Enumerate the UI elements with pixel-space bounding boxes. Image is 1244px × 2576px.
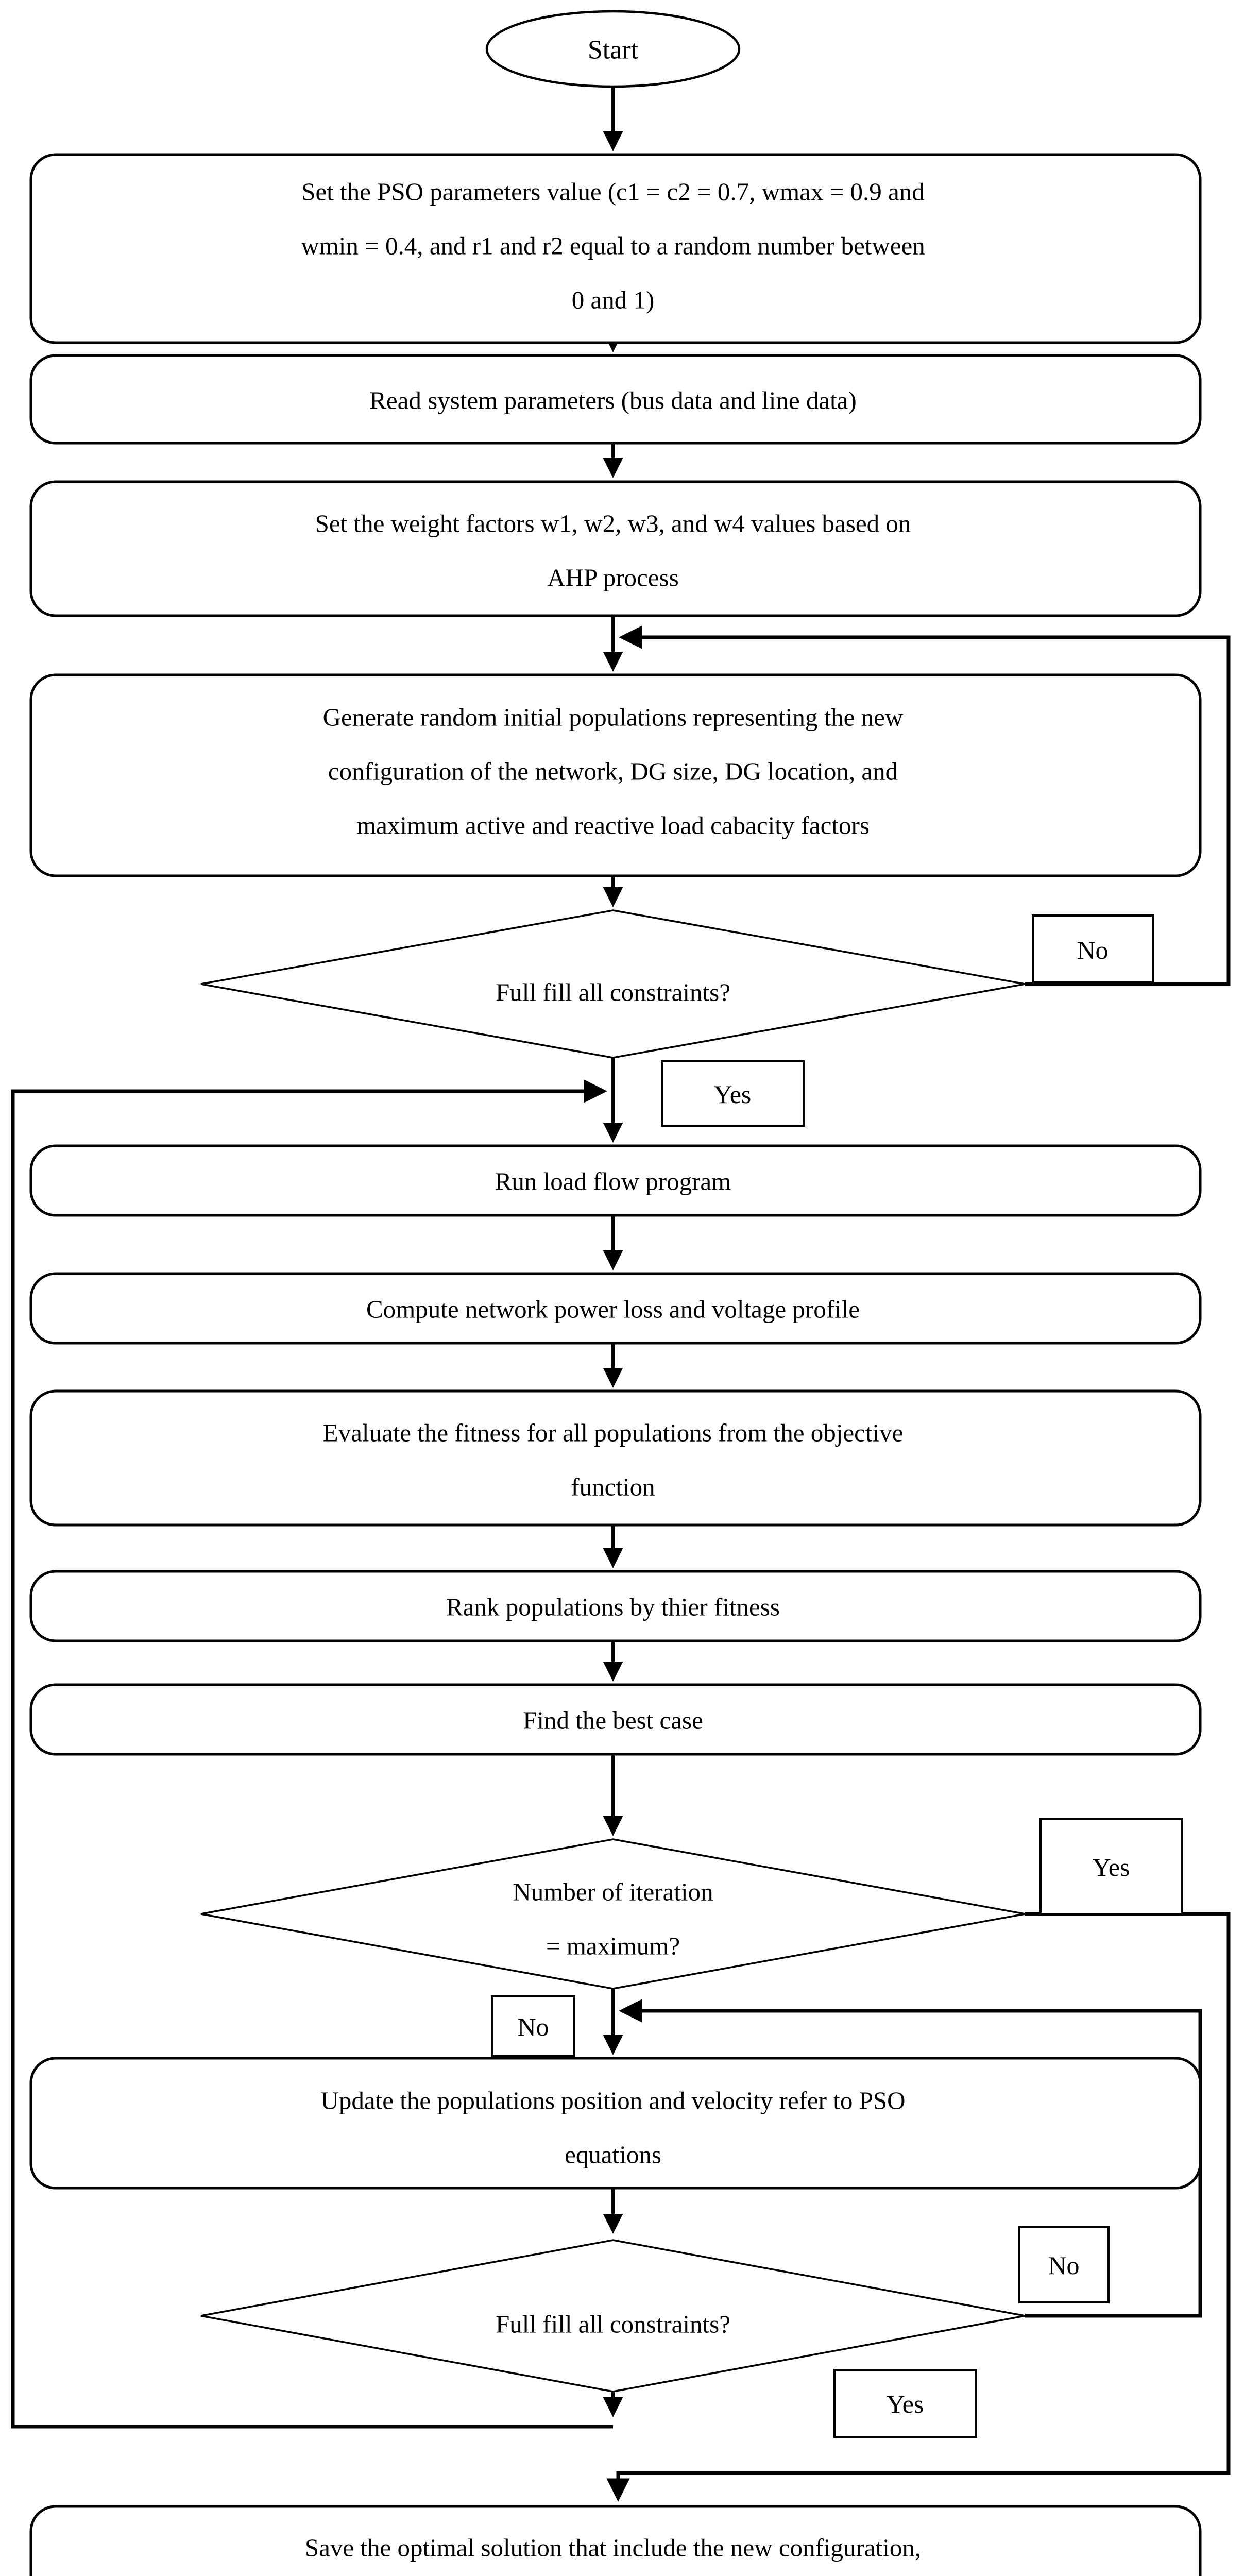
process-read-system-parameters (29, 354, 1202, 445)
connector-constraints1-no-loop (619, 625, 1231, 986)
constraints2-no-text: No (1048, 2251, 1079, 2280)
edge-label-constraints2-yes: Yes (833, 2369, 977, 2438)
decision-constraints-check-2 (200, 2239, 1026, 2393)
generate-line-1: Generate random initial populations repr… (323, 703, 904, 732)
process-update-populations (29, 2057, 1202, 2190)
update-populations-line-1: Update the populations position and velo… (321, 2087, 906, 2115)
edge-label-iteration-no: No (491, 1995, 575, 2057)
constraints2-yes-box (833, 2369, 977, 2438)
evaluate-fitness-line-2: function (571, 1473, 655, 1501)
decision-constraints-check-1 (200, 909, 1026, 1059)
compute-power-loss-line-1: Compute network power loss and voltage p… (366, 1295, 860, 1324)
constraints2-yes-text: Yes (887, 2389, 924, 2418)
node-set-weight-factors: Set the weight factors w1, w2, w3, and w… (29, 480, 1202, 617)
process-save-solution (29, 2505, 1202, 2576)
node-set-pso-parameters: Set the PSO parameters value (c1 = c2 = … (29, 153, 1202, 344)
constraints1-no-text: No (1077, 936, 1108, 964)
process-set-weight-factors (29, 480, 1202, 617)
edge-label-constraints1-no: No (1032, 914, 1154, 984)
set-pso-line-1: Set the PSO parameters value (c1 = c2 = … (301, 178, 925, 206)
generate-line-2: configuration of the network, DG size, D… (328, 757, 898, 786)
iteration-yes-text: Yes (1093, 1853, 1130, 1882)
node-save-solution: Save the optimal solution that include t… (29, 2505, 1202, 2576)
generate-line-3: maximum active and reactive load cabacit… (356, 811, 870, 840)
save-solution-line-1: Save the optimal solution that include t… (305, 2534, 921, 2562)
start-label: Start (588, 36, 639, 65)
node-constraints-check-1: Full fill all constraints? (200, 909, 1026, 1059)
constraints2-no-box (1018, 2226, 1110, 2303)
iteration-no-text: No (517, 2012, 549, 2041)
node-find-best-case: Find the best case (29, 1683, 1202, 1756)
process-compute-power-loss (29, 1272, 1202, 1345)
iteration-yes-box (1039, 1818, 1183, 1915)
connector-constraints2-yes-loop (11, 1079, 613, 2429)
node-read-system-parameters: Read system parameters (bus data and lin… (29, 354, 1202, 445)
edge-label-iteration-yes: Yes (1039, 1818, 1183, 1915)
process-evaluate-fitness (29, 1389, 1202, 1527)
constraints2-line-1: Full fill all constraints? (496, 2310, 730, 2338)
decision-iteration-check (200, 1838, 1026, 1990)
edge-label-constraints1-yes: Yes (661, 1060, 805, 1127)
set-weights-line-2: AHP process (547, 564, 678, 592)
process-find-best-case (29, 1683, 1202, 1756)
process-set-pso-parameters (29, 153, 1202, 344)
node-compute-power-loss: Compute network power loss and voltage p… (29, 1272, 1202, 1345)
node-generate-populations: Generate random initial populations repr… (29, 673, 1202, 877)
find-best-case-line-1: Find the best case (523, 1706, 703, 1735)
constraints1-yes-box (661, 1060, 805, 1127)
set-weights-line-1: Set the weight factors w1, w2, w3, and w… (315, 510, 911, 538)
run-load-flow-line-1: Run load flow program (495, 1167, 731, 1196)
iteration-no-box (491, 1995, 575, 2057)
node-run-load-flow: Run load flow program (29, 1144, 1202, 1217)
set-pso-line-2: wmin = 0.4, and r1 and r2 equal to a ran… (301, 232, 925, 260)
node-update-populations: Update the populations position and velo… (29, 2057, 1202, 2190)
constraints1-yes-text: Yes (714, 1080, 752, 1109)
process-generate-populations (29, 673, 1202, 877)
update-populations-line-2: equations (565, 2141, 661, 2169)
evaluate-fitness-line-1: Evaluate the fitness for all populations… (323, 1419, 904, 1447)
set-pso-line-3: 0 and 1) (572, 286, 655, 314)
node-rank-populations: Rank populations by thier fitness (29, 1570, 1202, 1642)
process-rank-populations (29, 1570, 1202, 1642)
node-constraints-check-2: Full fill all constraints? (200, 2239, 1026, 2393)
process-run-load-flow (29, 1144, 1202, 1217)
node-evaluate-fitness: Evaluate the fitness for all populations… (29, 1389, 1202, 1527)
constraints1-no-box (1032, 914, 1154, 984)
node-start: Start (485, 10, 741, 88)
rank-populations-line-1: Rank populations by thier fitness (446, 1593, 780, 1621)
read-system-line-1: Read system parameters (bus data and lin… (369, 386, 857, 415)
iteration-check-line-1: Number of iteration (513, 1878, 713, 1906)
constraints1-line-1: Full fill all constraints? (496, 978, 730, 1007)
start-terminator-shape (485, 10, 741, 88)
iteration-check-line-2: = maximum? (546, 1932, 680, 1960)
node-iteration-check: Number of iteration = maximum? (200, 1838, 1026, 1990)
edge-label-constraints2-no: No (1018, 2226, 1110, 2303)
